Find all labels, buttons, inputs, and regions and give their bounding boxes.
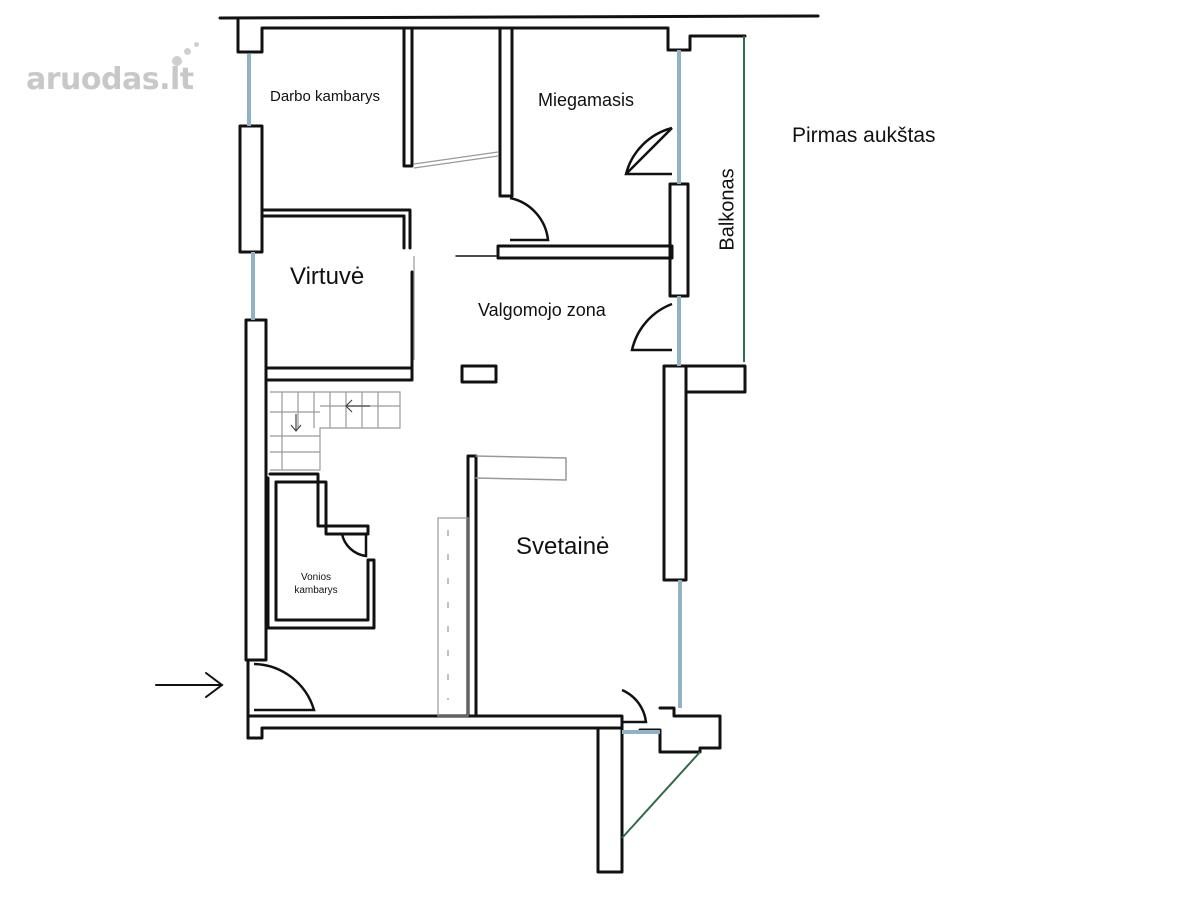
miegamasis-bottom-wall bbox=[496, 244, 674, 260]
darbo-right-wall bbox=[402, 26, 414, 168]
virtuve-bottom-wall bbox=[264, 366, 414, 382]
door-miegamasis-entry bbox=[509, 196, 550, 242]
room-label-darbo: Darbo kambarys bbox=[270, 88, 381, 105]
stair-arrow-icon bbox=[290, 399, 370, 432]
room-label-miegamasis: Miegamasis bbox=[538, 90, 635, 110]
entrance-arrow-icon bbox=[155, 672, 224, 698]
darbo-virtuve-wall bbox=[260, 208, 412, 250]
room-label-svetaine: Svetainė bbox=[516, 533, 610, 560]
room-label-virtuve: Virtuvė bbox=[290, 263, 365, 290]
balcony-bracket bbox=[638, 706, 722, 754]
room-label-balkonas: Balkonas bbox=[716, 168, 739, 251]
wardrobe bbox=[437, 517, 469, 717]
room-label-vonios-line2: kambarys bbox=[294, 585, 338, 596]
door-entrance bbox=[253, 662, 316, 712]
left-wall-pier-1 bbox=[238, 124, 264, 254]
watermark-dots-icon bbox=[170, 38, 204, 68]
door-vonios bbox=[340, 533, 368, 558]
bottom-wall bbox=[246, 714, 624, 740]
vonios-walls bbox=[268, 472, 370, 536]
door-miegamasis bbox=[624, 126, 673, 176]
room-label-vonios-line1: Vonios bbox=[300, 572, 332, 583]
right-wall-pier-1 bbox=[668, 182, 690, 298]
watermark-logo: aruodas.lt bbox=[26, 62, 194, 97]
terrace-edge bbox=[621, 751, 701, 839]
svetaine-divider bbox=[466, 454, 478, 718]
top-exterior-wall bbox=[218, 14, 820, 20]
bottom-right-wall bbox=[596, 726, 624, 874]
column bbox=[460, 364, 498, 384]
floor-title: Pirmas aukštas bbox=[792, 124, 936, 147]
right-wall-pier-2 bbox=[662, 364, 688, 582]
miegamasis-left-wall bbox=[498, 26, 514, 198]
balcony-bottom-wall bbox=[684, 364, 747, 394]
room-label-vonios: Vonios kambarys bbox=[284, 571, 348, 597]
room-label-valgomojo: Valgomojo zona bbox=[478, 300, 606, 320]
left-wall-pier-2 bbox=[244, 318, 268, 662]
door-valgomojo bbox=[630, 302, 673, 352]
staircase bbox=[270, 391, 401, 471]
top-wall-left bbox=[236, 16, 747, 54]
door-terrace bbox=[621, 688, 648, 724]
